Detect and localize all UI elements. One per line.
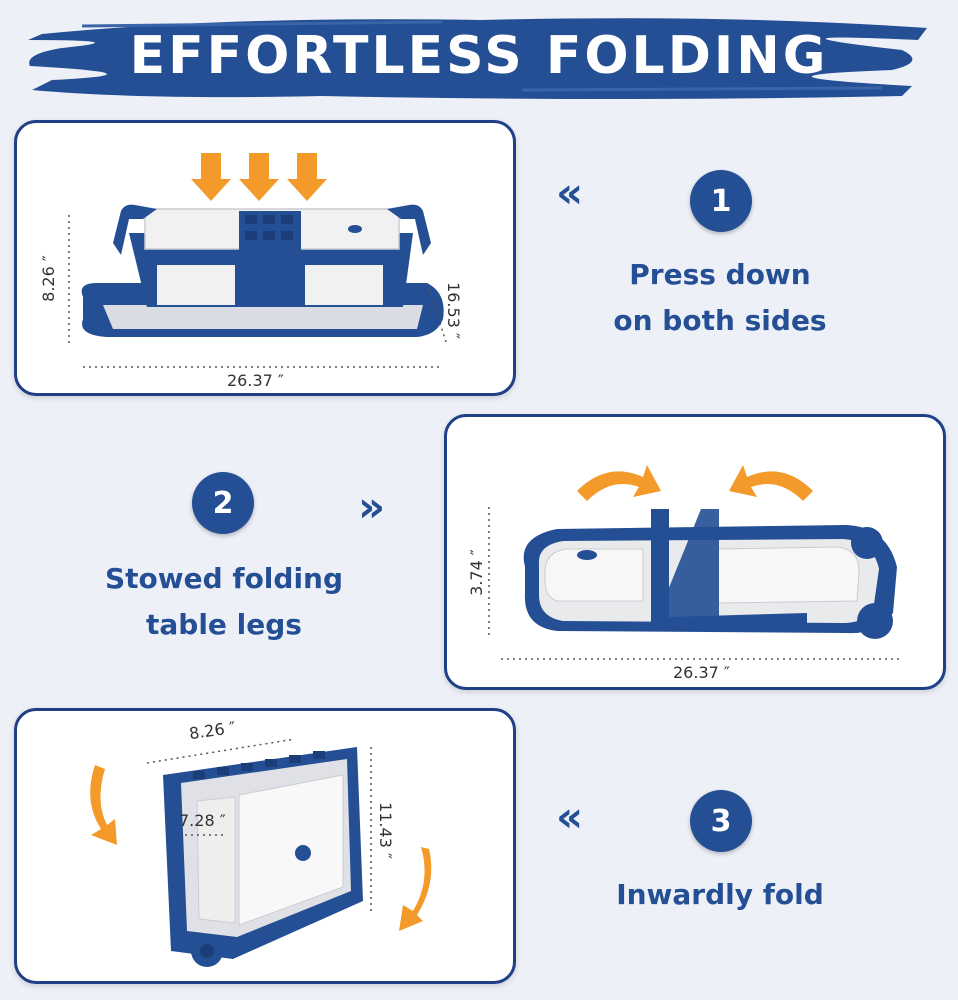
- step-2-description: Stowed folding table legs: [84, 556, 364, 648]
- dimension-height: 3.74 ″: [466, 549, 486, 596]
- step-2-line-2: table legs: [146, 608, 302, 641]
- chevron-left-icon: «: [556, 168, 584, 217]
- step-2-line-1: Stowed folding: [104, 562, 344, 595]
- step-3-line-1: Inwardly fold: [616, 878, 824, 911]
- step-1-image-panel: 8.26 ″ 26.37 ″ 16.53 ″: [14, 120, 516, 396]
- dimension-depth: 16.53 ″: [443, 282, 463, 339]
- step-1-description: Press down on both sides: [580, 252, 860, 344]
- step-1-badge: 1: [690, 170, 752, 232]
- folding-tub-folded-illustration: [90, 738, 432, 967]
- dimension-height: 11.43 ″: [375, 802, 395, 859]
- step-3-description: Inwardly fold: [580, 872, 860, 918]
- title-banner: EFFORTLESS FOLDING: [22, 10, 936, 102]
- dimension-inner: 7.28 ″: [179, 811, 226, 830]
- dimension-height: 8.26 ″: [38, 255, 58, 302]
- fold-arrow-left: [90, 765, 117, 845]
- step-1-line-2: on both sides: [613, 304, 827, 337]
- step-3-badge: 3: [690, 790, 752, 852]
- press-down-arrows: [191, 153, 327, 201]
- step-1-line-1: Press down: [629, 258, 811, 291]
- step-2-badge: 2: [192, 472, 254, 534]
- fold-arrow-right: [399, 847, 432, 931]
- chevron-right-icon: »: [358, 482, 386, 531]
- page-title: EFFORTLESS FOLDING: [129, 26, 829, 86]
- folding-tub-top-view-illustration: [68, 153, 448, 368]
- step-2-image-panel: 3.74 ″ 26.37 ″: [444, 414, 946, 690]
- step-3-image-panel: 8.26 ″ 7.28 ″ 11.43 ″: [14, 708, 516, 984]
- chevron-left-icon: «: [556, 792, 584, 841]
- fold-arrow-left: [577, 465, 661, 501]
- dimension-length: 26.37 ″: [673, 663, 730, 682]
- folding-tub-legs-stowed-illustration: [488, 465, 899, 660]
- dimension-length: 26.37 ″: [227, 371, 284, 390]
- brush-stroke-background: [28, 18, 927, 100]
- fold-arrow-right: [729, 465, 813, 501]
